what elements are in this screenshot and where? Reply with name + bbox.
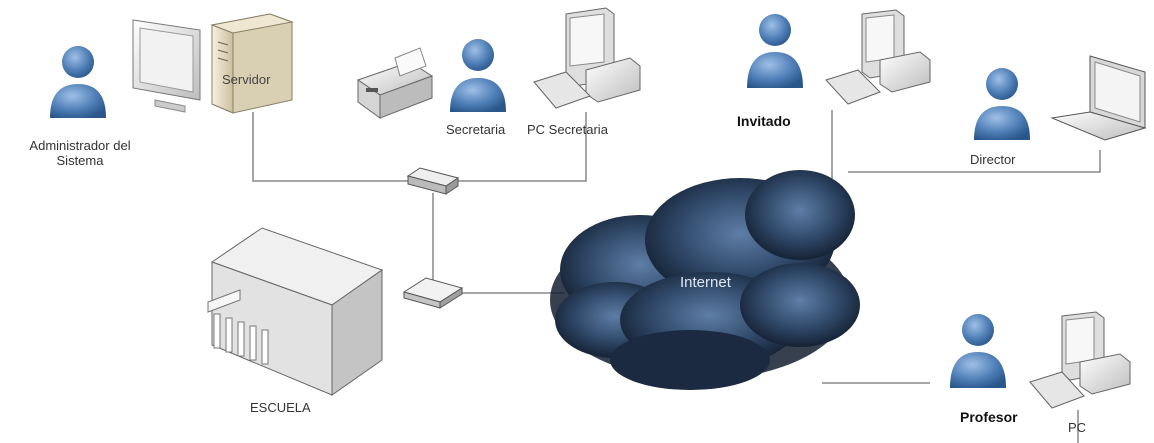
director-label: Director [970,152,1016,167]
teacher-person-icon [950,314,1006,388]
printer-icon [356,47,434,119]
admin-label-line2: Sistema [56,153,104,168]
server-icon [210,13,294,114]
laptop-icon [1050,55,1147,141]
router-icon [402,277,464,309]
teacher-label: Profesor [960,409,1018,425]
connection-lines [252,110,1101,384]
teacher-pc-icon [1029,311,1131,443]
secretary-link [456,112,587,182]
secretary-pc-icon [533,7,641,109]
director-person-icon [974,68,1030,140]
cloud-icon [550,170,860,390]
switch-icon [406,167,460,195]
admin-person-icon [50,46,106,118]
guest-person-icon [747,14,803,88]
secretary-person-icon [450,39,506,112]
director-link [848,150,1101,173]
guest-label: Invitado [737,113,791,129]
server-label: Servidor [222,72,271,87]
admin-label: Administrador del Sistema [10,138,150,168]
server-link [252,112,410,182]
admin-label-line1: Administrador del [29,138,131,153]
internet-label: Internet [680,274,731,291]
monitor-icon [132,19,201,113]
secretary-label: Secretaria [446,122,506,137]
guest-pc-icon [825,9,931,105]
secretary-pc-label: PC Secretaria [527,122,608,137]
school-label: ESCUELA [250,400,311,415]
teacher-pc-label: PC [1068,420,1087,435]
building-icon [207,227,384,396]
